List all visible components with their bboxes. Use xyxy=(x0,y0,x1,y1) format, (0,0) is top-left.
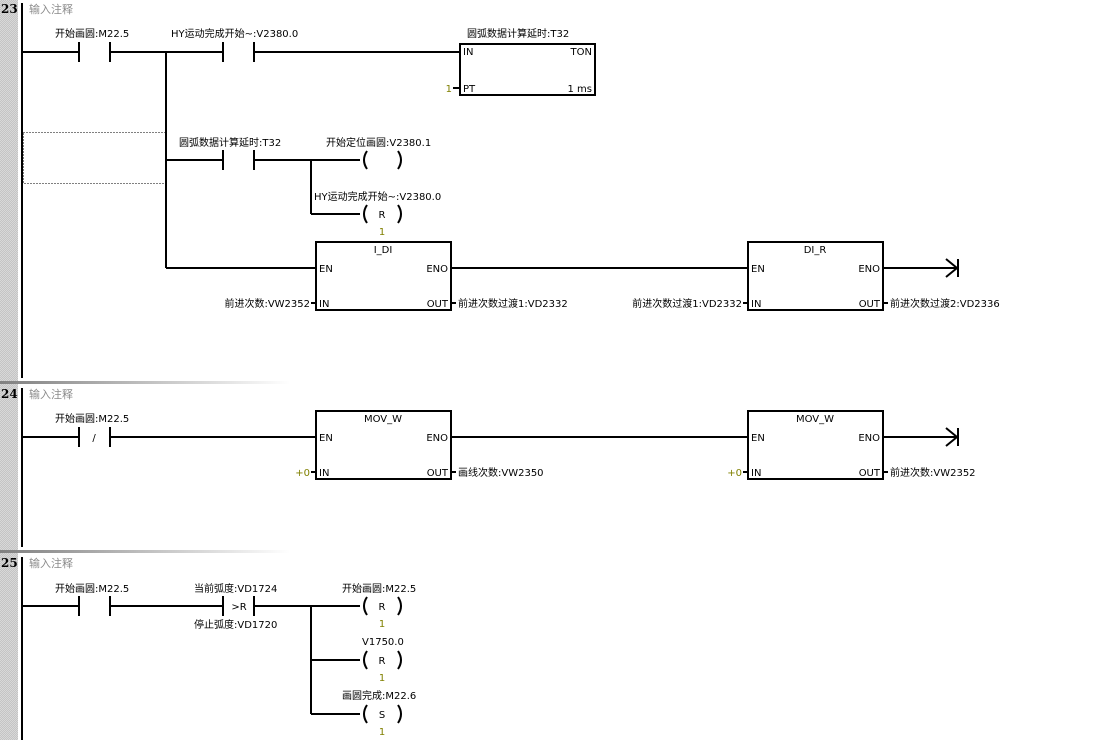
box-title: MOV_W xyxy=(796,414,834,425)
network-number: 23 xyxy=(1,2,18,16)
pin-out: OUT xyxy=(427,299,449,310)
pin-in: IN xyxy=(751,468,761,479)
compare-top-operand: 当前弧度:VD1724 xyxy=(194,582,277,595)
pin-out: OUT xyxy=(859,468,881,479)
coil-op: S xyxy=(379,710,385,721)
pin-pt: PT xyxy=(463,84,476,95)
pin-in: IN xyxy=(319,299,329,310)
pin-eno: ENO xyxy=(858,264,880,275)
out-operand: 前进次数:VW2352 xyxy=(890,466,976,479)
pin-eno: ENO xyxy=(426,264,448,275)
box-title: I_DI xyxy=(374,245,393,256)
network-number: 24 xyxy=(1,387,18,401)
pin-eno: ENO xyxy=(426,433,448,444)
in-operand: 前进次数:VW2352 xyxy=(224,297,310,310)
box-mov-w-1[interactable]: MOV_W EN ENO IN OUT +0 画线次数:VW2350 xyxy=(295,410,748,480)
box-i-di[interactable]: I_DI EN ENO IN OUT 前进次数:VW2352 前进次数过渡1:V… xyxy=(166,241,748,311)
out-operand: 前进次数过渡2:VD2336 xyxy=(890,297,1000,310)
pt-value: 1 xyxy=(446,84,452,95)
network-separator xyxy=(0,550,290,553)
coil-count: 1 xyxy=(379,227,385,238)
coil-reset-v1750[interactable]: V1750.0 R 1 xyxy=(311,637,404,684)
contact-label: HY运动完成开始~:V2380.0 xyxy=(171,27,298,40)
in-operand: +0 xyxy=(295,468,310,479)
coil-label: HY运动完成开始~:V2380.0 xyxy=(314,190,441,203)
contact-label: 开始画圆:M22.5 xyxy=(55,412,129,425)
box-title: MOV_W xyxy=(364,414,402,425)
coil-op: R xyxy=(379,602,386,613)
selection-cursor[interactable] xyxy=(23,132,166,184)
contact-start-draw-circle[interactable]: 开始画圆:M22.5 xyxy=(22,582,223,616)
coil-label: V1750.0 xyxy=(362,637,404,648)
contact-t32[interactable]: 圆弧数据计算延时:T32 xyxy=(166,136,360,170)
box-title: DI_R xyxy=(804,245,827,256)
contact-nc-start-draw-circle[interactable]: 开始画圆:M22.5 / xyxy=(22,412,316,447)
timer-resolution: 1 ms xyxy=(568,84,593,95)
timer-ton-t32[interactable]: 圆弧数据计算延时:T32 IN TON PT 1 ms 1 xyxy=(446,27,596,96)
network-25[interactable]: 25 输入注释 开始画圆:M22.5 当前弧度:VD1724 >R 停止弧度:V… xyxy=(1,556,416,740)
box-mov-w-2[interactable]: MOV_W EN ENO IN OUT +0 前进次数:VW2352 xyxy=(727,410,976,480)
out-operand: 前进次数过渡1:VD2332 xyxy=(458,297,568,310)
coil-start-position-circle[interactable]: 开始定位画圆:V2380.1 xyxy=(326,136,431,170)
coil-set-circle-done[interactable]: 画圆完成:M22.6 S 1 xyxy=(311,689,416,738)
network-gutter xyxy=(0,0,18,740)
pin-en: EN xyxy=(751,264,765,275)
pin-in: IN xyxy=(463,47,473,58)
network-number: 25 xyxy=(1,556,18,570)
network-24[interactable]: 24 输入注释 开始画圆:M22.5 / MOV_W EN ENO IN OUT… xyxy=(1,387,976,547)
pin-en: EN xyxy=(319,264,333,275)
in-operand: 前进次数过渡1:VD2332 xyxy=(632,297,742,310)
network-comment[interactable]: 输入注释 xyxy=(29,2,73,16)
network-separator xyxy=(0,381,290,384)
pin-eno: ENO xyxy=(858,433,880,444)
out-operand: 画线次数:VW2350 xyxy=(458,466,544,479)
contact-label: 圆弧数据计算延时:T32 xyxy=(179,136,281,149)
network-23[interactable]: 23 输入注释 开始画圆:M22.5 HY运动完成开始~:V2380.0 圆弧数… xyxy=(1,2,1000,378)
coil-label: 画圆完成:M22.6 xyxy=(342,689,416,702)
coil-count: 1 xyxy=(379,619,385,630)
coil-count: 1 xyxy=(379,727,385,738)
coil-op: R xyxy=(379,210,386,221)
contact-label: 开始画圆:M22.5 xyxy=(55,582,129,595)
pin-out: OUT xyxy=(427,468,449,479)
coil-reset-hy-motion[interactable]: HY运动完成开始~:V2380.0 R 1 xyxy=(311,190,441,238)
box-di-r[interactable]: DI_R EN ENO IN OUT 前进次数过渡1:VD2332 前进次数过渡… xyxy=(632,241,1000,311)
pin-out: OUT xyxy=(859,299,881,310)
contact-hy-motion-done[interactable]: HY运动完成开始~:V2380.0 xyxy=(171,27,459,62)
in-operand: +0 xyxy=(727,468,742,479)
network-comment[interactable]: 输入注释 xyxy=(29,387,73,401)
pin-in: IN xyxy=(751,299,761,310)
coil-label: 开始画圆:M22.5 xyxy=(342,582,416,595)
timer-name: 圆弧数据计算延时:T32 xyxy=(467,27,569,40)
coil-count: 1 xyxy=(379,673,385,684)
pin-en: EN xyxy=(319,433,333,444)
compare-bottom-operand: 停止弧度:VD1720 xyxy=(194,618,277,631)
contact-label: 开始画圆:M22.5 xyxy=(55,27,129,40)
coil-op: R xyxy=(379,656,386,667)
timer-type: TON xyxy=(570,47,592,58)
compare-real-gt[interactable]: 当前弧度:VD1724 >R 停止弧度:VD1720 xyxy=(194,582,360,631)
contact-start-draw-circle[interactable]: 开始画圆:M22.5 xyxy=(22,27,222,62)
coil-reset-start-draw-circle[interactable]: 开始画圆:M22.5 R 1 xyxy=(342,582,416,630)
coil-label: 开始定位画圆:V2380.1 xyxy=(326,136,431,149)
network-comment[interactable]: 输入注释 xyxy=(29,556,73,570)
pin-en: EN xyxy=(751,433,765,444)
pin-in: IN xyxy=(319,468,329,479)
nc-symbol: / xyxy=(92,433,96,444)
compare-operator: >R xyxy=(231,602,246,613)
